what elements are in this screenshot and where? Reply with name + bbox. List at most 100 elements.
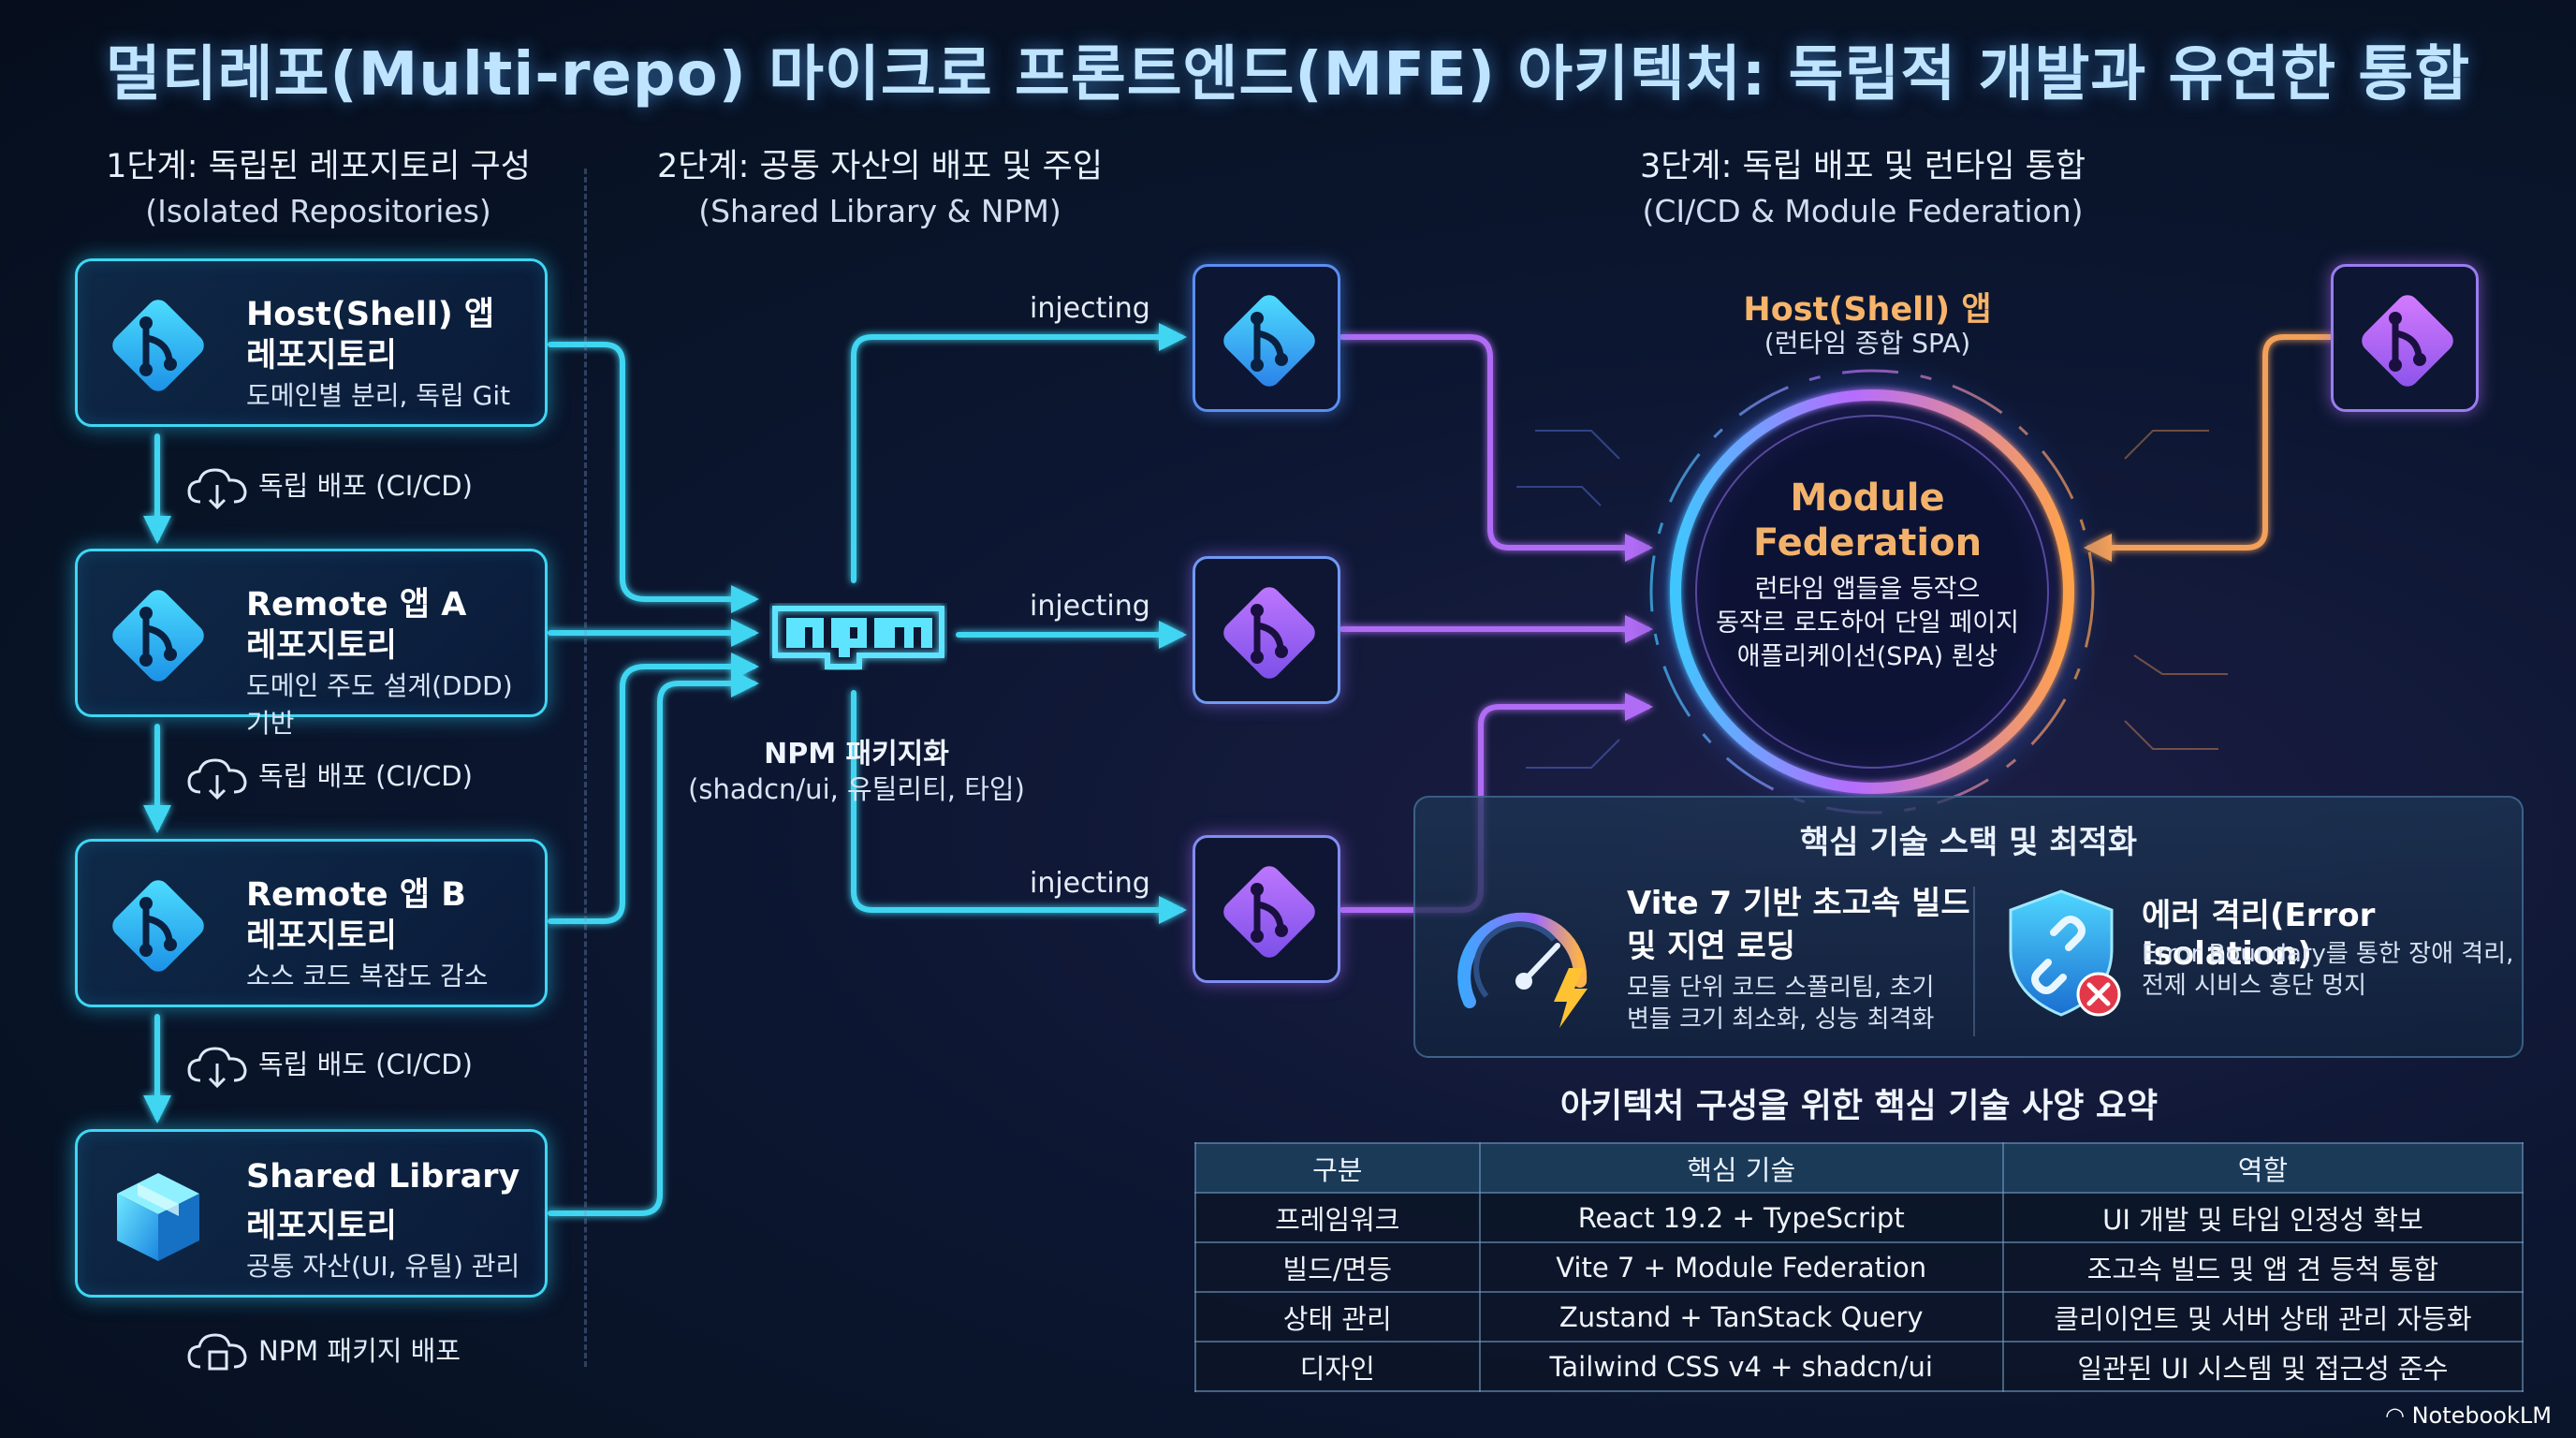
shield-icon xyxy=(2009,889,2121,1017)
git-icon xyxy=(1223,295,1315,387)
repo-name: Remote 앱 B xyxy=(246,876,466,914)
npm-logo-icon xyxy=(772,606,944,669)
table-header-cell: 핵심 기술 xyxy=(1478,1142,2004,1194)
injecting-label: injecting xyxy=(1030,292,1150,325)
deploy-text: 독립 배포 (CI/CD) xyxy=(258,760,473,792)
git-icon xyxy=(2362,295,2453,387)
repo-label: 레포지토리 xyxy=(246,917,398,955)
table-cell: Zustand + TanStack Query xyxy=(1478,1291,2004,1343)
stage-3-title: 3단계: 독립 배포 및 런타임 통합 xyxy=(1639,148,2086,185)
error-isolation-title: 에러 격리(Error Isolation) xyxy=(2142,897,2376,973)
module-federation-title: Module Federation xyxy=(1694,476,2041,565)
table-cell: 빌드/면등 xyxy=(1194,1241,1481,1293)
vite-title-line: 및 지연 로딩 xyxy=(1627,928,1796,965)
npm-title: NPM 패키지화 xyxy=(764,738,949,770)
package-cloud-icon xyxy=(187,1333,247,1371)
injecting-label: injecting xyxy=(1030,590,1150,623)
stage-2-subtitle: (Shared Library & NPM) xyxy=(698,193,1061,229)
table-row: 상태 관리 Zustand + TanStack Query 클리이언트 및 서… xyxy=(1194,1291,2525,1343)
table-row: 빌드/면등 Vite 7 + Module Federation 조고속 빌드 … xyxy=(1194,1241,2525,1293)
notebooklm-icon: ◠ xyxy=(2385,1402,2412,1429)
repo-label: 레포지토리 xyxy=(246,1208,398,1245)
git-icon xyxy=(1223,587,1315,679)
deploy-label: 독립 배도 (CI/CD) xyxy=(185,1043,473,1090)
deploy-label: NPM 패키지 배포 xyxy=(185,1329,461,1376)
table-cell: 디자인 xyxy=(1194,1341,1481,1392)
table-header-row: 구분 핵심 기술 역할 xyxy=(1194,1142,2525,1194)
watermark-text: NotebookLM xyxy=(2411,1402,2552,1429)
table-cell: Tailwind CSS v4 + shadcn/ui xyxy=(1478,1341,2004,1392)
mf-title-line2: Federation xyxy=(1752,521,1983,565)
repo-name: Host(Shell) 앱 xyxy=(246,296,495,333)
repo-card-remote-b[interactable]: Remote 앱 B 레포지토리 소스 코드 복잡도 감소 xyxy=(75,839,548,1007)
error-desc-line: Error Boundary를 통한 장애 격리, xyxy=(2142,940,2514,968)
vite-title-line: Vite 7 기반 초고속 빌드 xyxy=(1627,885,1970,922)
table-row: 디자인 Tailwind CSS v4 + shadcn/ui 일관된 UI 시… xyxy=(1194,1341,2525,1392)
npm-logo-text: npm xyxy=(0,0,1,1)
table-header-cell: 구분 xyxy=(1194,1142,1481,1194)
stage-1-subtitle: (Isolated Repositories) xyxy=(145,193,491,229)
vite-feature-title: Vite 7 기반 초고속 빌드 및 지연 로딩 xyxy=(1627,882,2020,968)
git-box-remote-a[interactable] xyxy=(1193,556,1340,704)
tech-stack-title: 핵심 기술 스택 및 최적화 xyxy=(1799,824,2138,861)
deploy-text: 독립 배도 (CI/CD) xyxy=(258,1049,473,1080)
repo-desc: 공통 자산(UI, 유틸) 관리 xyxy=(246,1251,520,1282)
git-icon xyxy=(112,590,204,682)
vite-feature-desc: 모들 단위 코드 스폴리팀, 초기 변들 크기 최소화, 싱능 최격화 xyxy=(1627,972,2029,1035)
git-box-host[interactable] xyxy=(1193,264,1340,412)
mf-desc-line: 런타임 앱들을 등작으 xyxy=(1754,575,1981,604)
package-icon xyxy=(117,1173,199,1261)
page-title: 멀티레포(Multi-repo) 마이크로 프론트엔드(MFE) 아키텍처: 독… xyxy=(105,40,2471,110)
git-icon xyxy=(112,300,204,391)
table-cell: 조고속 빌드 및 앱 견 등척 통합 xyxy=(2001,1241,2525,1293)
table-cell: 상태 관리 xyxy=(1194,1291,1481,1343)
vite-desc-line: 변들 크기 최소화, 싱능 최격화 xyxy=(1627,1005,1935,1034)
mf-desc-line: 동작르 로도하어 단일 페이지 xyxy=(1716,609,2019,638)
repo-name: Shared Library xyxy=(246,1158,520,1196)
git-icon xyxy=(1223,866,1315,958)
mf-title-line1: Module xyxy=(1790,477,1945,520)
stage-3-subtitle: (CI/CD & Module Federation) xyxy=(1642,193,2084,229)
repo-desc: 소스 코드 복잡도 감소 xyxy=(246,961,489,991)
table-cell: Vite 7 + Module Federation xyxy=(1478,1241,2004,1293)
git-icon xyxy=(112,880,204,972)
stage-1-header: 1단계: 독립된 레포지토리 구성 (Isolated Repositories… xyxy=(56,144,580,234)
error-isolation-desc: Error Boundary를 통한 장애 격리, 전제 시비스 흥단 멍지 xyxy=(2142,938,2525,1002)
injecting-label: injecting xyxy=(1030,867,1150,900)
repo-desc: 도메인별 분리, 독립 Git xyxy=(246,380,511,411)
deploy-label: 독립 배포 (CI/CD) xyxy=(185,755,473,801)
repo-card-shared-library[interactable]: Shared Library 레포지토리 공통 자산(UI, 유틸) 관리 xyxy=(75,1129,548,1298)
cloud-icon xyxy=(187,758,247,800)
npm-subtitle: (shadcn/ui, 유틸리티, 타입) xyxy=(688,773,1025,805)
git-box-host-shell[interactable] xyxy=(2331,264,2479,412)
tech-stack-panel: 핵심 기술 스택 및 최적화 Vite 7 기반 초고속 빌드 및 지연 로딩 … xyxy=(1413,796,2524,1058)
deploy-text: 독립 배포 (CI/CD) xyxy=(258,470,473,502)
repo-card-remote-a[interactable]: Remote 앱 A 레포지토리 도메인 주도 설계(DDD) 기반 xyxy=(75,549,548,739)
speedometer-icon xyxy=(1457,912,1588,1028)
host-app-title: Host(Shell) 앱 xyxy=(1743,291,1992,329)
repo-label: 레포지토리 xyxy=(246,337,398,374)
module-federation-desc: 런타임 앱들을 등작으 동작르 로도하어 단일 페이지 애플리케이선(SPA) … xyxy=(1685,573,2050,674)
host-app-subtitle: (런타임 종합 SPA) xyxy=(1764,328,1971,359)
notebooklm-watermark: ◠ NotebookLM xyxy=(2385,1402,2552,1429)
module-federation-ring xyxy=(1629,348,2115,835)
spec-table-title: 아키텍처 구성을 위한 핵심 기술 사양 요약 xyxy=(1559,1087,2159,1125)
stage-2-header: 2단계: 공통 자산의 배포 및 주입 (Shared Library & NP… xyxy=(618,144,1142,234)
table-cell: 일관된 UI 시스템 및 접근성 준수 xyxy=(2001,1341,2525,1392)
stage-1-title: 1단계: 독립된 레포지토리 구성 xyxy=(106,148,531,185)
stage-2-title: 2단계: 공통 자산의 배포 및 주입 xyxy=(656,148,1104,185)
vite-desc-line: 모들 단위 코드 스폴리팀, 초기 xyxy=(1627,974,1935,1002)
repo-label: 레포지토리 xyxy=(246,627,398,665)
panel-divider xyxy=(1973,887,1975,1036)
table-cell: UI 개발 및 타입 인정성 확보 xyxy=(2001,1192,2525,1243)
table-row: 프레임워크 React 19.2 + TypeScript UI 개발 및 타입… xyxy=(1194,1192,2525,1243)
repo-desc: 도메인 주도 설계(DDD) 기반 xyxy=(246,670,513,739)
table-cell: 클리이언트 및 서버 상태 관리 자등화 xyxy=(2001,1291,2525,1343)
git-box-remote-b[interactable] xyxy=(1193,835,1340,983)
stage-3-header: 3단계: 독립 배포 및 런타임 통합 (CI/CD & Module Fede… xyxy=(1535,144,2190,234)
spec-table: 구분 핵심 기술 역할 프레임워크 React 19.2 + TypeScrip… xyxy=(1194,1142,2525,1392)
table-header-cell: 역할 xyxy=(2001,1142,2525,1194)
repo-card-host[interactable]: Host(Shell) 앱 레포지토리 도메인별 분리, 독립 Git xyxy=(75,258,548,427)
deploy-text: NPM 패키지 배포 xyxy=(258,1335,461,1367)
table-cell: 프레임워크 xyxy=(1194,1192,1481,1243)
